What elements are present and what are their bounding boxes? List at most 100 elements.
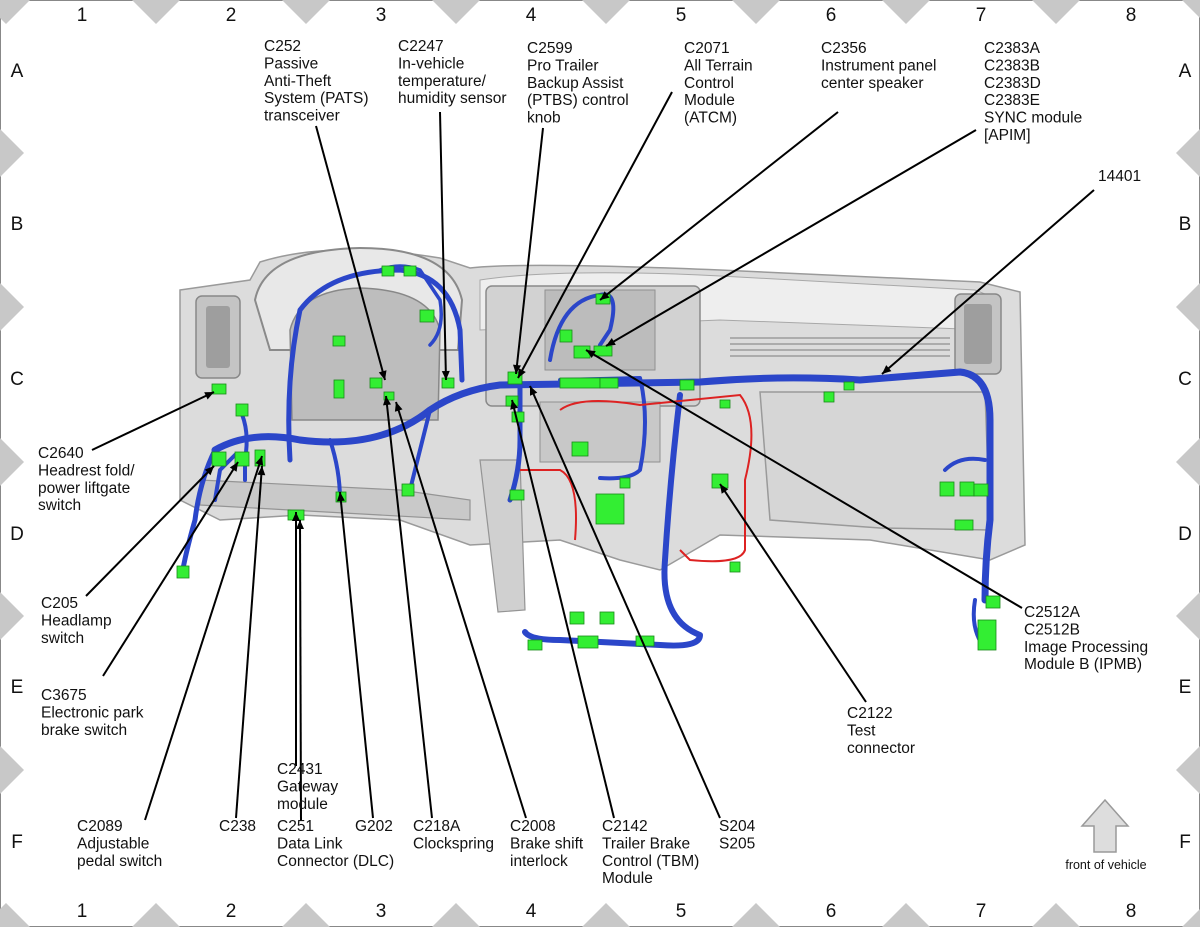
callout-line: Anti-Theft: [264, 73, 332, 90]
leader-arrowhead: [600, 291, 610, 300]
callout-line: knob: [527, 110, 561, 127]
connector-marker: [719, 399, 731, 409]
harness-left-branch: [179, 447, 218, 578]
grid-row-label: A: [11, 61, 24, 82]
left-vent-slot: [206, 306, 230, 368]
grid-row-label: C: [10, 369, 24, 390]
callout-line: pedal switch: [77, 853, 162, 870]
leader-line-c238: [235, 465, 263, 819]
grid-column-label: 2: [226, 901, 237, 922]
grid-marker-right: [1176, 438, 1200, 486]
grid-row-label: D: [1178, 524, 1192, 545]
leader-arrowhead: [586, 350, 596, 358]
leader-arrowhead: [204, 466, 214, 476]
leader-arrowhead: [720, 484, 729, 494]
connector-markers: [176, 265, 1001, 651]
connector-marker: [332, 335, 346, 347]
callout-line: center speaker: [821, 75, 924, 92]
connector-marker: [985, 595, 1001, 609]
callout-line: Adjustable: [77, 835, 149, 852]
leader-arrowhead: [882, 365, 892, 374]
callout-line: 14401: [1098, 168, 1141, 185]
leader-arrowhead: [292, 512, 300, 521]
callout-line: C2383D: [984, 75, 1041, 92]
connector-marker: [679, 379, 695, 391]
grid-marker-bottom: [732, 903, 780, 927]
leader-arrowhead: [257, 466, 266, 476]
callout-line: Electronic park: [41, 704, 144, 721]
grid-marker-bottom: [582, 903, 630, 927]
connector-marker: [599, 377, 619, 389]
callout-line: power liftgate: [38, 480, 130, 497]
callout-line: C2383B: [984, 57, 1040, 74]
connector-marker: [571, 441, 589, 457]
connector-marker: [509, 489, 525, 501]
grid-marker-top: [1032, 0, 1080, 24]
callout-line: (PTBS) control: [527, 92, 629, 109]
callout-n14401: 14401: [1098, 168, 1141, 185]
leader-line-c2008: [395, 401, 527, 819]
connector-marker: [441, 377, 455, 389]
callout-line: Module B (IPMB): [1024, 656, 1142, 673]
grid-marker-bottom: [1182, 909, 1200, 927]
connector-marker: [211, 383, 227, 395]
leader-line-c251: [299, 519, 302, 821]
connector-marker: [569, 611, 585, 625]
leader-line-c205: [85, 465, 215, 597]
callout-line: [APIM]: [984, 127, 1031, 144]
wiring-harness: [179, 264, 994, 650]
leader-arrowhead: [383, 396, 391, 406]
callout-line: C2599: [527, 40, 573, 57]
callout-line: C2122: [847, 705, 893, 722]
grid-column-label: 7: [976, 901, 987, 922]
connector-marker: [254, 449, 266, 467]
leader-line-c2599: [515, 127, 544, 375]
callout-line: SYNC module: [984, 110, 1082, 127]
grid-marker-right: [1176, 746, 1200, 794]
leader-line-c2089: [144, 455, 263, 821]
callout-line: switch: [38, 497, 81, 514]
callout-line: Clockspring: [413, 835, 494, 852]
grid-marker-top: [132, 0, 180, 24]
callout-line: Brake shift: [510, 835, 584, 852]
connector-marker: [939, 481, 955, 497]
leader-line-c2247: [439, 111, 447, 381]
callout-line: S205: [719, 835, 755, 852]
grid-marker-left: [0, 283, 24, 331]
connector-marker: [381, 265, 395, 277]
connector-marker: [595, 493, 625, 525]
connector-marker: [577, 635, 599, 649]
grid-marker-right: [1176, 129, 1200, 177]
connector-marker: [711, 473, 729, 489]
grid-column-label: 5: [676, 5, 687, 26]
red-wire-path: [520, 393, 753, 563]
leader-line-c2640: [91, 391, 215, 451]
grid-column-label: 2: [226, 5, 237, 26]
callout-line: C2512A: [1024, 604, 1081, 621]
leader-line-c2356: [599, 111, 839, 301]
leader-line-n14401: [881, 189, 1095, 375]
callout-line: G202: [355, 818, 393, 835]
connector-marker: [619, 477, 631, 489]
callout-line: S204: [719, 818, 756, 835]
callout-line: Control: [684, 75, 734, 92]
callout-line: brake switch: [41, 722, 127, 739]
callout-line: System (PATS): [264, 90, 369, 107]
callout-line: C2071: [684, 40, 730, 57]
callout-line: Pro Trailer: [527, 57, 599, 74]
connector-marker: [559, 329, 573, 343]
callout-line: C205: [41, 595, 78, 612]
connector-marker: [369, 377, 383, 389]
grid-marker-left: [0, 592, 24, 640]
callout-line: Connector (DLC): [277, 853, 394, 870]
callout-line: switch: [41, 630, 84, 647]
callout-line: Headrest fold/: [38, 462, 135, 479]
leader-arrowhead: [204, 392, 214, 400]
grid-marker-top: [1182, 0, 1200, 18]
